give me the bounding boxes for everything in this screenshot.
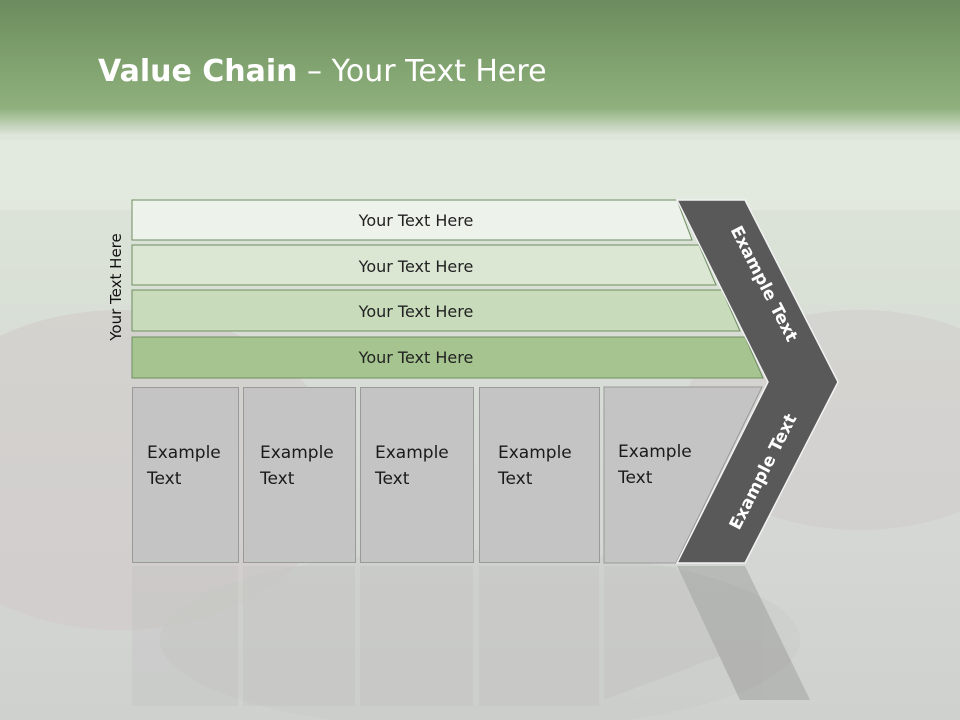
row-1-label: Your Text Here	[358, 210, 474, 230]
title-band	[0, 0, 960, 135]
box-4-line1: Example	[498, 443, 572, 463]
row-4: Your Text Here	[132, 337, 700, 377]
box-3-line2: Text	[375, 469, 410, 489]
box-3-line1: Example	[375, 443, 449, 463]
row-1: Your Text Here	[132, 200, 700, 240]
row-3-label: Your Text Here	[358, 301, 474, 321]
row-4-label: Your Text Here	[358, 347, 474, 367]
row-4-shape	[131, 336, 764, 379]
box-5-shape	[603, 386, 763, 564]
row-2: Your Text Here	[132, 246, 700, 286]
row-1-shape	[131, 199, 693, 241]
box-5-line1: Example	[618, 442, 692, 462]
box-2-line1: Example	[260, 443, 334, 463]
box-1-line1: Example	[147, 443, 221, 463]
row-2-label: Your Text Here	[358, 256, 474, 276]
box-5-line2: Text	[618, 468, 653, 488]
chevron-shape	[675, 199, 839, 564]
box-4-line2: Text	[498, 469, 533, 489]
title-rest: – Your Text Here	[297, 54, 547, 89]
row-3: Your Text Here	[132, 291, 700, 331]
title-bold: Value Chain	[98, 54, 298, 89]
box-1-line2: Text	[147, 469, 182, 489]
row-2-shape	[131, 244, 717, 286]
box-2-line2: Text	[260, 469, 295, 489]
row-3-shape	[131, 289, 741, 332]
page-title: Value Chain – Your Text Here	[98, 54, 547, 89]
